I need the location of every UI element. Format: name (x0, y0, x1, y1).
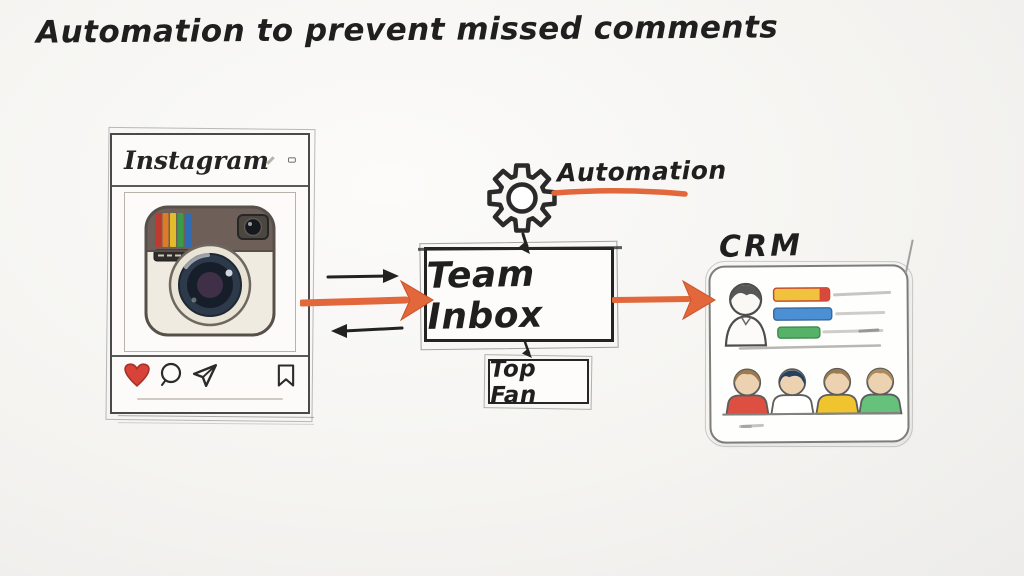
inbox-to-crm-arrow (612, 279, 716, 321)
instagram-post-card: Instagram (110, 133, 310, 414)
crm-label: CRM (718, 228, 804, 265)
crm-contact-4 (858, 367, 903, 415)
automation-label: Automation (556, 155, 727, 188)
avatar-hair (730, 285, 762, 302)
stripe-blue (185, 213, 191, 247)
crm-contact-1 (725, 368, 770, 416)
diagram-title: Automation to prevent missed comments (35, 9, 779, 51)
bar-red-tip (819, 287, 830, 301)
bar-green (777, 326, 821, 339)
crm-info-bars (738, 287, 892, 350)
instagram-wordmark: Instagram (124, 145, 269, 175)
crm-card-content (722, 282, 903, 428)
orange-right-arrow (300, 296, 410, 307)
bar-blue (773, 307, 833, 321)
instagram-camera-logo (144, 205, 276, 337)
team-inbox-box: Team Inbox (424, 247, 614, 342)
inbox-to-topfan-arrow (522, 340, 532, 358)
stripe-green (177, 213, 184, 247)
share-icon (192, 364, 218, 387)
heart-icon (124, 363, 150, 387)
crm-avatar (724, 282, 768, 347)
stripe-orange (162, 213, 169, 247)
team-inbox-label: Team Inbox (426, 253, 544, 338)
crm-card (708, 264, 910, 444)
bookmark-icon (277, 363, 295, 387)
instagram-photo-area (112, 187, 308, 355)
comment-icon (160, 362, 182, 386)
instagram-card-header: Instagram (112, 135, 308, 187)
gear-icon (487, 163, 557, 254)
stripe-yellow (170, 213, 176, 247)
automation-underline-stroke (551, 187, 688, 197)
black-right-arrow (326, 274, 388, 279)
sketch-underline (137, 398, 283, 400)
stripe-red (155, 213, 161, 247)
top-fan-box: Top Fan (488, 356, 589, 408)
instagram-action-row (112, 355, 308, 393)
crm-contact-3 (815, 367, 860, 415)
black-left-arrow (342, 326, 404, 333)
top-fan-label: Top Fan (489, 355, 537, 409)
instagram-to-inbox-arrows (300, 269, 434, 338)
crm-contact-2 (770, 368, 815, 416)
screen-icon (288, 157, 296, 163)
